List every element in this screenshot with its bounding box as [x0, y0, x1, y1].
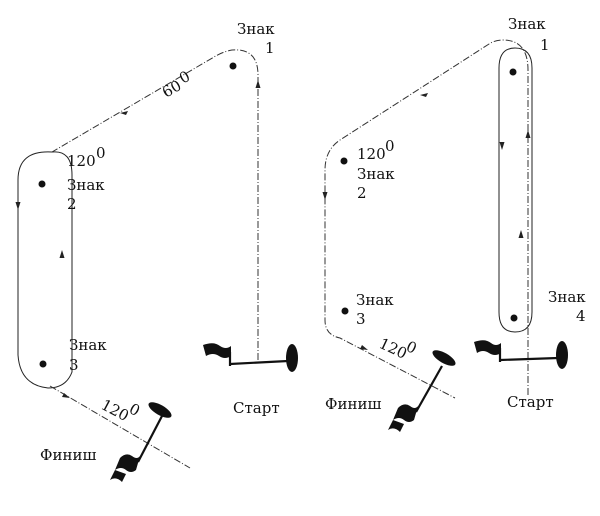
right-mark-4-number: 4: [576, 307, 586, 325]
left-mark-1-dot: [229, 62, 237, 70]
left-finish-line: [49, 385, 191, 469]
left-mark-3-word: Знак: [69, 336, 107, 354]
right-mark-2-dot: [340, 157, 348, 165]
right-mark-1-dot: [509, 68, 517, 76]
right-start-pole: [499, 356, 559, 362]
right-mark-2-word: Знак: [357, 165, 395, 183]
right-course-diagram: Знак 1 120 0 Знак 2 Знак 3 Знак 4 120 0 …: [322, 15, 586, 432]
left-finish-flag-icon: [110, 454, 140, 482]
right-course-line: [324, 39, 529, 399]
left-start-boat-icon: [286, 344, 298, 372]
right-mark-4-word: Знак: [548, 288, 586, 306]
left-mark-2-word: Знак: [67, 176, 105, 194]
right-mark-2-angle: 120: [357, 145, 386, 163]
right-mark-1-number: 1: [540, 36, 550, 54]
left-mark-2-degree: 0: [96, 144, 106, 162]
left-course-line: [51, 49, 259, 360]
left-arrow-finish: [62, 393, 70, 398]
right-mark-2-degree: 0: [385, 137, 395, 155]
left-mark-1-word: Знак: [237, 20, 275, 38]
left-finish-line-marker: [110, 402, 172, 482]
right-finish-pole: [415, 365, 443, 413]
right-finish-flag-icon: [388, 404, 418, 432]
left-arrow-leg1: [120, 111, 128, 115]
left-arrow-down: [15, 202, 21, 210]
right-arrow-finish: [360, 345, 368, 350]
left-finish-boat-icon: [148, 402, 172, 418]
left-finish-label: Финиш: [40, 446, 96, 464]
left-angle-120: 120: [98, 396, 132, 425]
left-start-label: Старт: [233, 399, 280, 417]
left-start-line: [203, 343, 298, 372]
right-arrow-up: [518, 230, 524, 238]
right-angle-120-degree: 0: [403, 337, 419, 357]
left-arrow-start: [255, 80, 261, 88]
left-mark-1-number: 1: [265, 39, 275, 57]
right-arrow-down: [499, 142, 505, 150]
left-angle-120-degree: 0: [126, 400, 143, 420]
right-start-label: Старт: [507, 393, 554, 411]
right-start-flag-icon: [474, 340, 501, 355]
left-start-pole: [229, 359, 289, 366]
right-arrow-left: [322, 192, 328, 200]
right-mark-2-number: 2: [357, 184, 367, 202]
right-arrow-start: [525, 130, 531, 138]
left-arrow-up: [59, 250, 65, 258]
right-mark-1-word: Знак: [508, 15, 546, 33]
right-mark-4-dot: [510, 314, 518, 322]
left-mark-3-dot: [39, 360, 47, 368]
right-finish-label: Финиш: [325, 395, 381, 413]
left-start-flag-icon: [203, 343, 231, 358]
right-start-boat-icon: [556, 341, 568, 369]
left-mark-2-dot: [38, 180, 46, 188]
left-rounding-loop: [17, 151, 73, 389]
right-mark-3-number: 3: [356, 310, 366, 328]
left-mark-2-angle: 120: [67, 152, 96, 170]
right-finish-boat-icon: [432, 350, 456, 366]
right-start-line: [474, 340, 568, 369]
right-mark-3-word: Знак: [356, 291, 394, 309]
left-course-diagram: Знак 1 120 0 Знак 2 Знак 3 60 0 120 0 Ст…: [15, 20, 298, 482]
left-mark-2-number: 2: [67, 195, 77, 213]
right-rounding-loop: [498, 47, 533, 333]
right-mark-3-dot: [341, 307, 349, 315]
left-finish-pole: [137, 415, 163, 463]
left-mark-3-number: 3: [69, 356, 79, 374]
right-arrow-leg1: [420, 93, 428, 97]
right-finish-line-marker: [388, 350, 456, 432]
